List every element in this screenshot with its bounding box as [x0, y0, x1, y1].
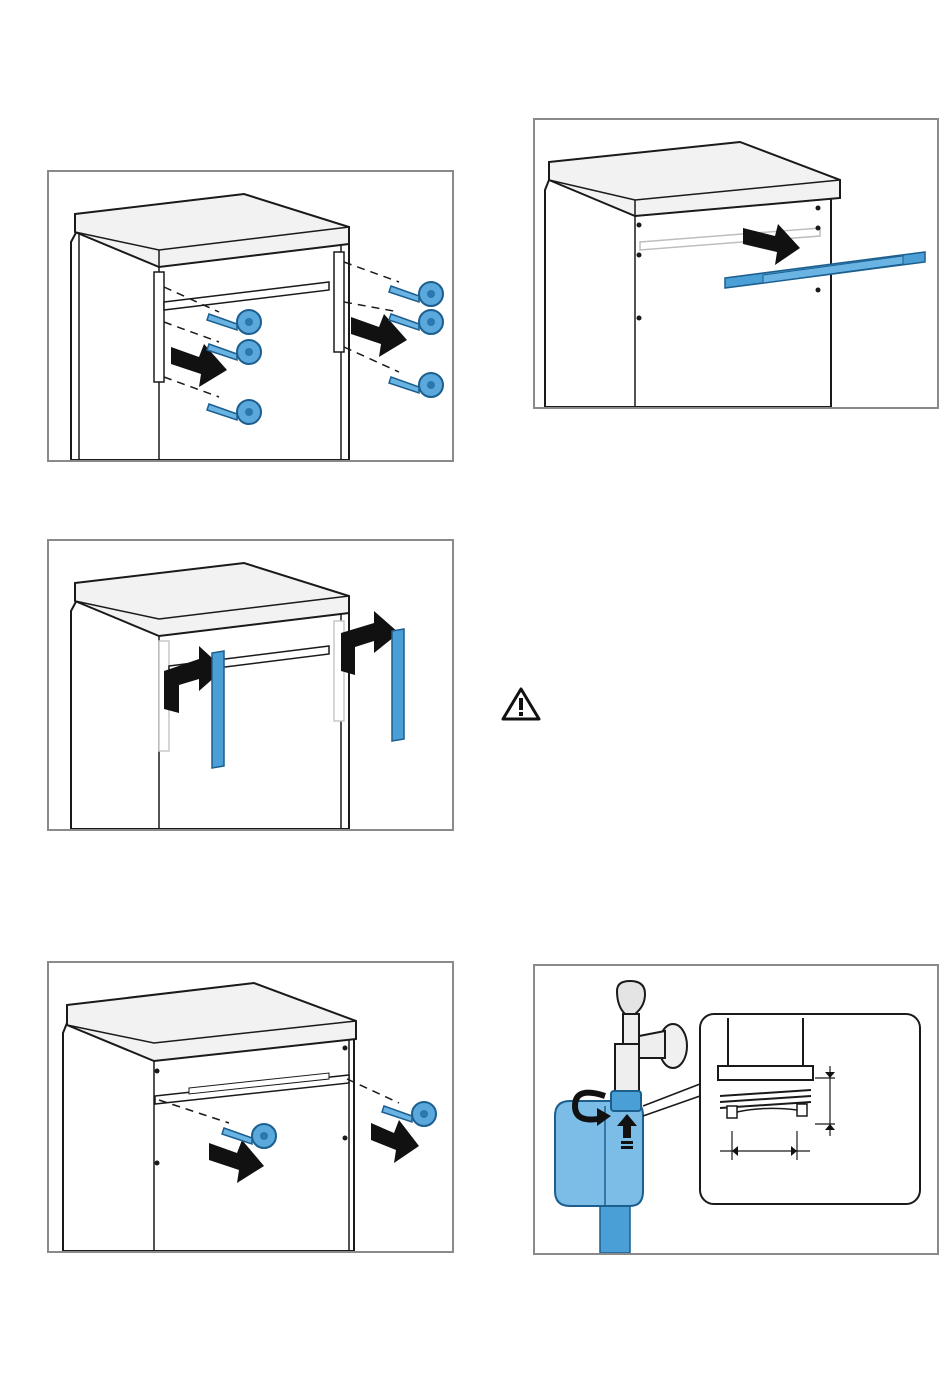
warning-triangle-icon [501, 687, 541, 721]
figure-water-tap-connection [533, 964, 939, 1255]
attach-side-brackets-illustration [49, 541, 452, 829]
remove-cross-rail-illustration [535, 120, 937, 407]
figure-remove-side-brackets [47, 170, 454, 462]
figure-attach-side-brackets [47, 539, 454, 831]
water-tap-connection-illustration [535, 966, 937, 1253]
figure-remove-cross-rail [533, 118, 939, 409]
figure-fasten-cross-rail [47, 961, 454, 1253]
fasten-cross-rail-illustration [49, 963, 452, 1251]
remove-side-brackets-illustration [49, 172, 452, 460]
